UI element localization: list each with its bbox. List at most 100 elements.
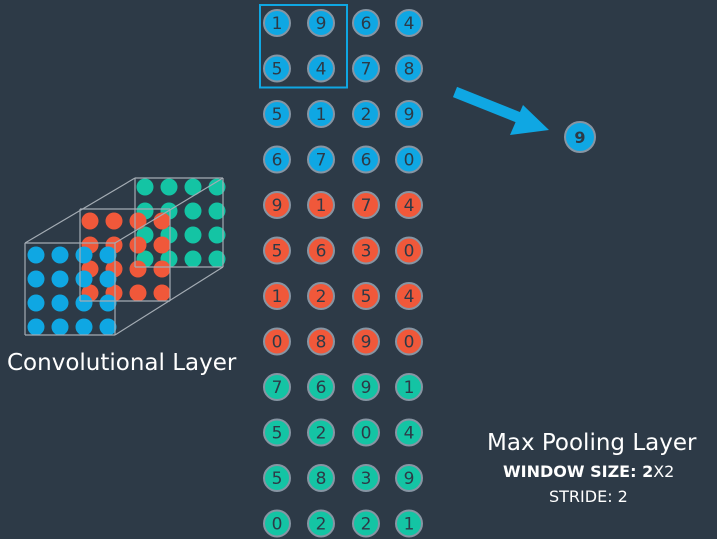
cell-value: 5 bbox=[272, 242, 283, 262]
cell-circle bbox=[395, 282, 423, 310]
feature-dot bbox=[51, 270, 69, 288]
cell-circle bbox=[263, 327, 291, 356]
cell-value: 4 bbox=[404, 14, 415, 34]
grid-cell: 1 bbox=[263, 9, 291, 37]
cell-circle bbox=[352, 100, 380, 128]
pooled-circle bbox=[564, 121, 596, 153]
grid-cell: 6 bbox=[352, 145, 380, 174]
grid-cell: 7 bbox=[352, 191, 380, 219]
grid-cell: 4 bbox=[395, 9, 423, 37]
feature-dot bbox=[208, 226, 226, 244]
cell-circle bbox=[352, 282, 380, 310]
feature-dot bbox=[208, 202, 226, 220]
feature-dot bbox=[208, 250, 226, 268]
cell-value: 2 bbox=[316, 515, 327, 535]
cell-value: 1 bbox=[404, 378, 415, 398]
cell-value: 8 bbox=[316, 469, 327, 489]
cell-circle bbox=[352, 9, 380, 37]
grid-cell: 6 bbox=[352, 9, 380, 37]
cell-circle bbox=[307, 327, 335, 356]
grid-cell: 6 bbox=[263, 145, 291, 174]
cell-value: 2 bbox=[361, 105, 372, 125]
cell-circle bbox=[263, 54, 291, 83]
cell-circle bbox=[352, 464, 380, 492]
cell-circle bbox=[307, 464, 335, 492]
cell-value: 0 bbox=[272, 333, 283, 353]
grid-cell: 2 bbox=[352, 509, 380, 538]
grid-cell: 6 bbox=[307, 236, 335, 265]
grid-cell: 5 bbox=[263, 236, 291, 265]
cell-circle bbox=[307, 54, 335, 83]
cell-value: 9 bbox=[272, 196, 283, 216]
grid-cell: 0 bbox=[395, 236, 423, 265]
cell-value: 1 bbox=[272, 14, 283, 34]
feature-dot bbox=[153, 236, 171, 254]
arrow-shaft bbox=[452, 86, 523, 124]
grid-cell: 9 bbox=[263, 191, 291, 219]
feature-dot bbox=[129, 260, 147, 278]
feature-dot bbox=[81, 212, 99, 230]
cell-circle bbox=[352, 191, 380, 219]
grid-cell: 5 bbox=[263, 100, 291, 128]
grid-cell: 2 bbox=[352, 100, 380, 128]
cell-circle bbox=[395, 100, 423, 128]
convolutional-layer-label: Convolutional Layer bbox=[7, 350, 237, 376]
feature-dot bbox=[184, 250, 202, 268]
cell-value: 9 bbox=[361, 378, 372, 398]
cell-circle bbox=[395, 145, 423, 174]
grid-cell: 7 bbox=[352, 54, 380, 83]
feature-dot bbox=[99, 270, 117, 288]
cell-circle bbox=[307, 100, 335, 128]
pooled-output: 9 bbox=[564, 121, 596, 153]
cell-circle bbox=[352, 145, 380, 174]
feature-dot bbox=[129, 236, 147, 254]
feature-dot bbox=[184, 226, 202, 244]
cell-value: 0 bbox=[404, 242, 415, 262]
grid-cell: 2 bbox=[307, 282, 335, 310]
cell-value: 0 bbox=[404, 333, 415, 353]
cell-value: 5 bbox=[272, 60, 283, 80]
feature-dot bbox=[51, 246, 69, 264]
cell-circle bbox=[307, 191, 335, 219]
window-size-label: WINDOW SIZE: 2X2 bbox=[503, 462, 674, 481]
cell-value: 8 bbox=[316, 333, 327, 353]
cell-value: 5 bbox=[361, 287, 372, 307]
teal-feature-map bbox=[136, 178, 226, 268]
cell-circle bbox=[263, 9, 291, 37]
cell-circle bbox=[307, 509, 335, 538]
cell-circle bbox=[307, 418, 335, 447]
blue-feature-map bbox=[27, 246, 117, 336]
cell-circle bbox=[263, 191, 291, 219]
cell-circle bbox=[263, 464, 291, 492]
cell-circle bbox=[307, 145, 335, 174]
feature-dot bbox=[105, 212, 123, 230]
cell-circle bbox=[352, 373, 380, 401]
convolutional-layer-illustration bbox=[24, 177, 226, 336]
cell-value: 4 bbox=[316, 60, 327, 80]
arrow-head bbox=[510, 105, 549, 135]
pooling-arrow bbox=[452, 86, 549, 135]
window-size-first: 2 bbox=[642, 462, 654, 481]
cell-circle bbox=[263, 373, 291, 401]
feature-dot bbox=[27, 246, 45, 264]
cell-circle bbox=[263, 418, 291, 447]
pooling-window-highlight bbox=[259, 4, 348, 89]
cell-circle bbox=[307, 282, 335, 310]
cell-circle bbox=[352, 327, 380, 356]
cell-circle bbox=[395, 236, 423, 265]
grid-cell: 5 bbox=[352, 282, 380, 310]
cube-edge bbox=[24, 177, 136, 244]
cell-value: 7 bbox=[361, 60, 372, 80]
cell-value: 7 bbox=[361, 196, 372, 216]
grid-cell: 9 bbox=[352, 373, 380, 401]
cell-circle bbox=[263, 236, 291, 265]
cell-value: 9 bbox=[361, 333, 372, 353]
grid-cell: 0 bbox=[263, 509, 291, 538]
grid-cell: 7 bbox=[263, 373, 291, 401]
cell-value: 2 bbox=[316, 287, 327, 307]
cell-value: 2 bbox=[316, 424, 327, 444]
grid-cell: 8 bbox=[307, 327, 335, 356]
cell-value: 3 bbox=[361, 469, 372, 489]
grid-cell: 2 bbox=[307, 509, 335, 538]
